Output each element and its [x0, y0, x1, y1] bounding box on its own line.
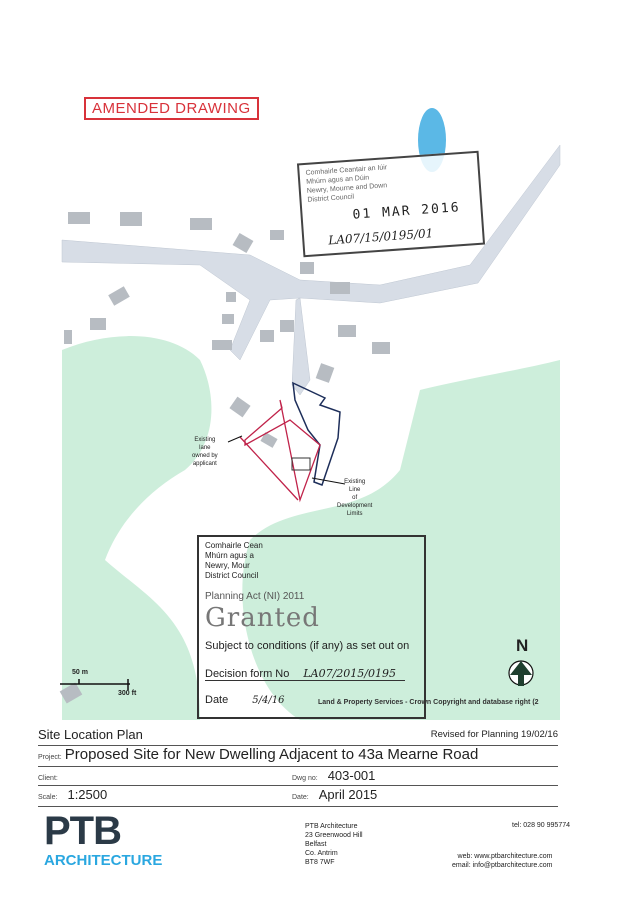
company-web-email: web: www.ptbarchitecture.com email: info…	[452, 852, 552, 870]
received-stamp: Comhairle Ceantair an Iúir Mhúrn agus an…	[296, 150, 486, 258]
dwg-number: 403-001	[327, 768, 376, 783]
date-label: Date:	[292, 794, 309, 801]
decision-label: Decision form No	[205, 668, 290, 680]
scale-bar	[60, 679, 130, 690]
north-label: N	[516, 636, 529, 655]
approval-stamp-date: Date 5/4/16	[205, 694, 284, 706]
project-label: Project:	[38, 754, 62, 761]
approval-stamp-act: Planning Act (NI) 2011	[205, 591, 305, 602]
site-boundary	[239, 399, 321, 503]
scale-imperial: 300 ft	[118, 690, 137, 697]
company-email[interactable]: email: info@ptbarchitecture.com	[452, 862, 553, 869]
approval-stamp-council: Comhairle Cean Mhúrn agus a Newry, Mour …	[205, 541, 263, 580]
dwg-field: Dwg no: 403-001	[292, 767, 375, 785]
project-row: Project:Proposed Site for New Dwelling A…	[38, 746, 558, 767]
dwg-label: Dwg no:	[292, 775, 318, 782]
title-block: Site Location Plan Revised for Planning …	[38, 726, 558, 807]
approval-stamp-subject: Subject to conditions (if any) as set ou…	[205, 640, 410, 652]
drawing-title: Site Location Plan	[38, 727, 143, 742]
received-stamp-date: 01 MAR 2016	[352, 200, 462, 223]
date-value: 5/4/16	[252, 695, 285, 706]
title-row: Site Location Plan Revised for Planning …	[38, 726, 558, 746]
ownership-boundary	[292, 381, 341, 486]
date-label: Date	[205, 694, 229, 706]
ptb-logo: PTB	[44, 809, 122, 853]
scale-metric: 50 m	[72, 669, 88, 676]
company-web[interactable]: web: www.ptbarchitecture.com	[457, 853, 553, 860]
client-row: Client: Dwg no: 403-001	[38, 767, 558, 786]
scale-value: 1:2500	[67, 787, 108, 802]
lane-annotation: Existing lane owned by applicant	[192, 437, 218, 467]
scale-row: Scale: 1:2500 Date: April 2015	[38, 786, 558, 807]
limits-arrow	[311, 477, 346, 485]
project-name: Proposed Site for New Dwelling Adjacent …	[64, 746, 479, 763]
limits-annotation: Existing Line of Development Limits	[337, 479, 373, 517]
map-copyright: Land & Property Services - Crown Copyrig…	[318, 699, 539, 706]
proposed-dwelling-footprint	[291, 457, 311, 471]
roads	[61, 144, 561, 396]
buildings	[59, 212, 390, 704]
approval-stamp-decision: Decision form No LA07/2015/0195	[205, 667, 405, 681]
approval-stamp: Comhairle Cean Mhúrn agus a Newry, Mour …	[197, 535, 426, 719]
date-value: April 2015	[318, 787, 378, 802]
received-stamp-council: Comhairle Ceantair an Iúir Mhúrn agus an…	[305, 164, 388, 204]
ptb-logo-subtitle: ARCHITECTURE	[44, 852, 163, 869]
date-field: Date: April 2015	[292, 786, 377, 804]
decision-value: LA07/2015/0195	[303, 667, 397, 680]
received-stamp-reference: LA07/15/0195/01	[327, 226, 434, 248]
amended-drawing-stamp: AMENDED DRAWING	[84, 97, 259, 120]
approval-stamp-granted: Granted	[205, 603, 320, 633]
green-space	[62, 336, 560, 720]
lane-arrow	[227, 435, 243, 443]
scale-label: Scale:	[38, 794, 58, 801]
revision-note: Revised for Planning 19/02/16	[430, 729, 558, 740]
company-address: PTB Architecture 23 Greenwood Hill Belfa…	[305, 823, 363, 866]
client-label: Client:	[38, 775, 58, 782]
company-tel: tel: 028 90 995774	[512, 822, 570, 829]
north-arrow-icon	[508, 660, 534, 686]
